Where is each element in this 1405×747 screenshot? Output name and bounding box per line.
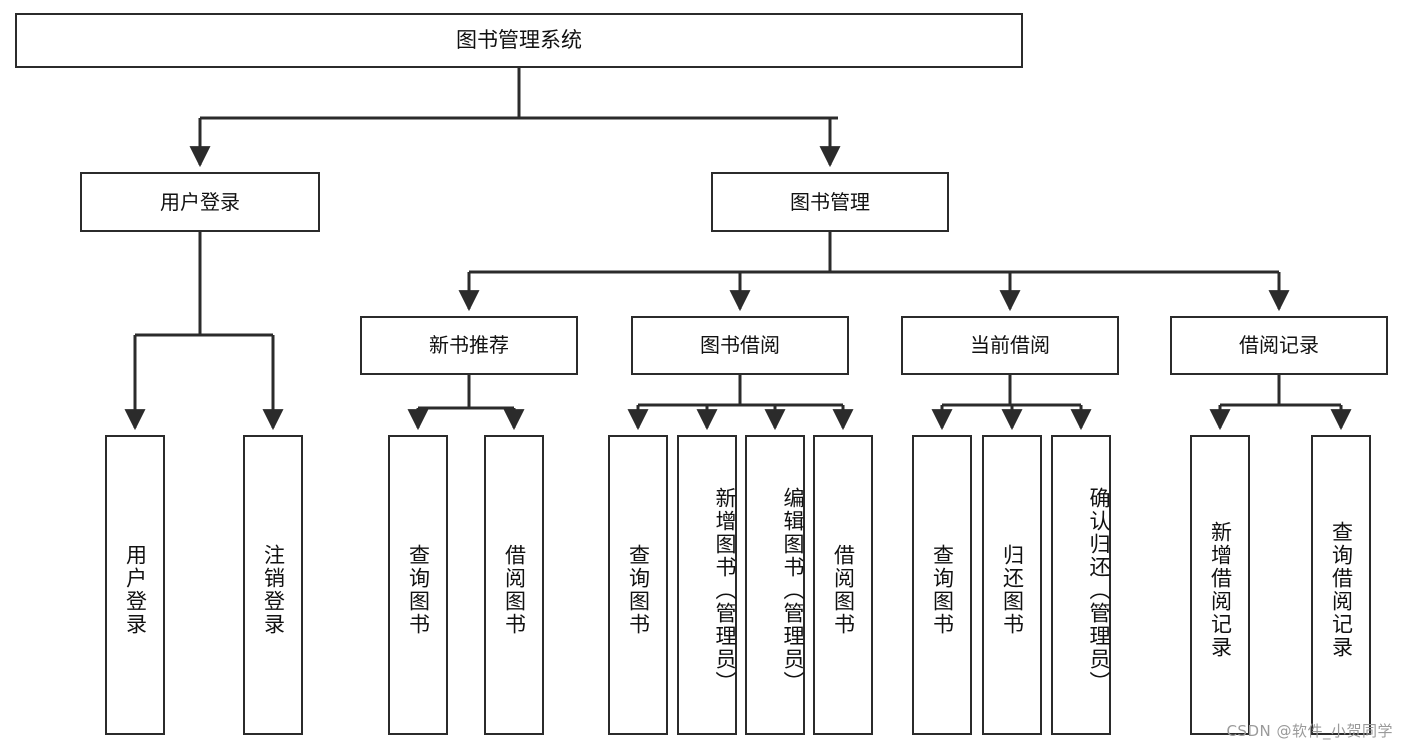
node-leaf[interactable]: 用户登录	[105, 435, 165, 735]
node-level3[interactable]: 当前借阅	[901, 316, 1119, 375]
node-leaf[interactable]: 新增图书（管理员）	[677, 435, 737, 735]
node-leaf[interactable]: 注销登录	[243, 435, 303, 735]
node-leaf[interactable]: 编辑图书（管理员）	[745, 435, 805, 735]
node-leaf[interactable]: 查询图书	[912, 435, 972, 735]
node-level2[interactable]: 图书管理	[711, 172, 949, 232]
node-level3[interactable]: 图书借阅	[631, 316, 849, 375]
node-leaf[interactable]: 查询图书	[608, 435, 668, 735]
watermark-text: CSDN @软件_小贺同学	[1226, 722, 1393, 740]
node-leaf[interactable]: 借阅图书	[484, 435, 544, 735]
node-leaf[interactable]: 查询借阅记录	[1311, 435, 1371, 735]
node-leaf[interactable]: 借阅图书	[813, 435, 873, 735]
node-level3[interactable]: 新书推荐	[360, 316, 578, 375]
node-leaf[interactable]: 归还图书	[982, 435, 1042, 735]
node-root[interactable]: 图书管理系统	[15, 13, 1023, 68]
node-leaf[interactable]: 查询图书	[388, 435, 448, 735]
node-level2[interactable]: 用户登录	[80, 172, 320, 232]
node-level3[interactable]: 借阅记录	[1170, 316, 1388, 375]
node-leaf[interactable]: 新增借阅记录	[1190, 435, 1250, 735]
node-leaf[interactable]: 确认归还（管理员）	[1051, 435, 1111, 735]
